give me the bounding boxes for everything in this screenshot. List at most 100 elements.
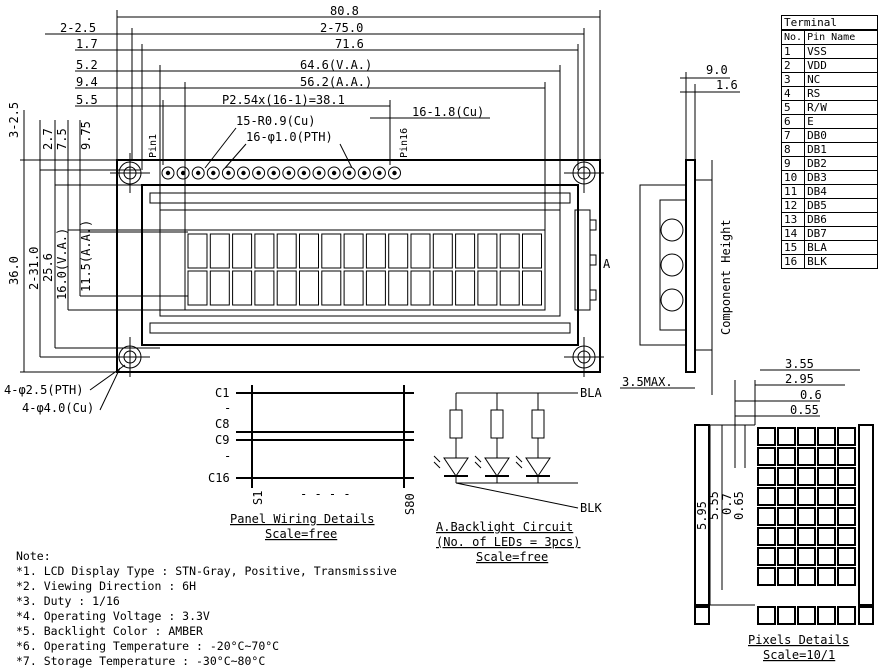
pin-pad	[388, 166, 401, 180]
dim-left-1-7: 1.7	[76, 37, 98, 51]
char-cell	[455, 233, 476, 269]
terminal-pin-no: 15	[780, 240, 806, 255]
terminal-pin-name: E	[804, 114, 879, 129]
notes-heading: Note:	[16, 549, 51, 563]
pin-hole	[256, 170, 261, 176]
terminal-pin-no: 6	[780, 114, 806, 129]
led-branches	[433, 393, 578, 484]
char-cell	[388, 270, 409, 306]
char-cell	[477, 233, 498, 269]
note-item: *7. Storage Temperature : -30°C~80°C	[16, 654, 266, 668]
pixel-grid	[694, 427, 874, 625]
char-cell	[299, 270, 319, 306]
pin-pad	[206, 166, 220, 180]
char-cell	[499, 233, 520, 269]
dim-top-3-2-5: 3-2.5	[7, 102, 21, 138]
wiring-s1: S1	[251, 491, 265, 505]
dim-left-2-5: 2-2.5	[60, 21, 96, 35]
pixel-dot	[757, 567, 776, 586]
pin-hole	[331, 170, 337, 176]
pixel-dim-3-55: 3.55	[785, 357, 814, 371]
dim-top-2-7: 2.7	[41, 128, 55, 150]
pixel-dot	[777, 467, 796, 486]
pin-hole	[271, 170, 276, 176]
pin-hole	[301, 170, 307, 176]
backlight-bla: BLA	[580, 386, 602, 400]
led	[484, 457, 510, 477]
dim-cu-pad: 16-1.8(Cu)	[412, 105, 484, 119]
pixel-dot	[817, 507, 836, 526]
char-cell	[365, 270, 386, 306]
pixel-dot	[797, 427, 816, 446]
note-item: *2. Viewing Direction : 6H	[16, 579, 197, 593]
terminal-pin-name: VDD	[804, 58, 879, 73]
backlight-title: A.Backlight Circuit	[436, 520, 573, 534]
wiring-c1: C1	[215, 386, 229, 400]
wiring-s80: S80	[403, 493, 417, 515]
char-cell	[343, 233, 364, 269]
terminal-pin-no: 13	[780, 212, 806, 227]
led	[525, 457, 551, 477]
pin-hole	[377, 170, 382, 176]
pixel-dot	[797, 487, 816, 506]
char-cell	[187, 233, 208, 269]
pixel-dot	[757, 606, 776, 625]
char-cell	[343, 270, 364, 306]
pin-header	[161, 166, 401, 180]
pin-pad	[237, 166, 250, 180]
pin-pad	[282, 166, 296, 180]
dim-left-5-2: 5.2	[76, 58, 98, 72]
char-cell	[209, 233, 230, 269]
pixel-dot	[837, 467, 856, 486]
terminal-pin-name: BLK	[804, 254, 879, 269]
char-cell	[232, 233, 253, 269]
wiring-dashes: - - - -	[300, 487, 351, 501]
pin-hole	[226, 170, 231, 176]
dim-top-9-75: 9.75	[79, 121, 93, 150]
pixel-dim-2-95: 2.95	[785, 372, 814, 386]
pixel-dot	[777, 606, 796, 625]
pixel-dot	[797, 447, 816, 466]
view-a-marker: A	[603, 257, 611, 271]
pin-hole	[180, 170, 186, 176]
dim-va-width: 64.6(V.A.)	[300, 58, 372, 72]
dim-height-25-6: 25.6	[41, 253, 55, 282]
pin-hole	[241, 170, 246, 176]
pixel-dim-0-55: 0.55	[790, 403, 819, 417]
pixel-dot	[797, 527, 816, 546]
terminal-title: Terminal	[780, 15, 879, 31]
pin-hole	[165, 170, 171, 176]
pin-hole	[392, 170, 397, 176]
pin-pad	[312, 166, 326, 180]
side-max-label: 3.5MAX.	[622, 375, 673, 389]
pixel-dot	[777, 447, 796, 466]
pixel-dot	[817, 447, 836, 466]
terminal-pin-name: DB6	[804, 212, 879, 227]
top-dimensions: 80.8 2-75.0 2-2.5 71.6 1.7 64.6(V.A.) 5.…	[45, 4, 601, 230]
pixel-dot	[777, 507, 796, 526]
resistor	[531, 409, 545, 439]
char-cell	[455, 270, 476, 306]
pin-pad	[297, 166, 311, 180]
pixel-dot	[817, 606, 836, 625]
char-cell	[254, 270, 275, 306]
svg-text:-: -	[224, 449, 231, 463]
dim-height: 36.0	[7, 256, 21, 285]
char-cell	[299, 233, 319, 269]
wiring-c16: C16	[208, 471, 230, 485]
terminal-pin-name: RS	[804, 86, 879, 101]
pixel-dot	[797, 547, 816, 566]
dim-hole-pitch-width: 2-75.0	[320, 21, 363, 35]
pixel-dot	[777, 527, 796, 546]
pixel-dim-5-55: 5.55	[707, 491, 721, 520]
